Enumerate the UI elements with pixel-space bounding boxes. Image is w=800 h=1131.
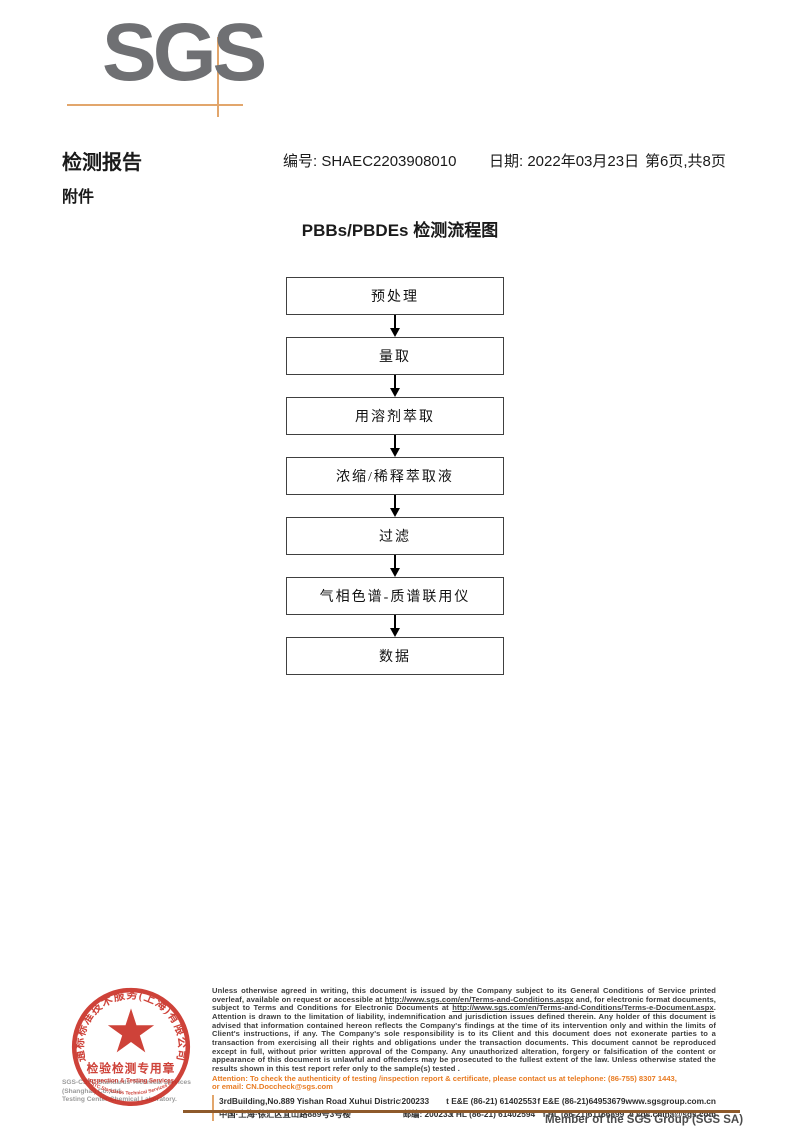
attention-line1: Attention: To check the authenticity of … xyxy=(212,1073,677,1083)
footer-divider xyxy=(183,1110,740,1113)
flow-step-label: 气相色谱-质谱联用仪 xyxy=(319,590,471,605)
fax-hl: f HL (86-21)61156899 xyxy=(542,1108,625,1119)
flow-step-concentrate-dilute: 浓缩/稀释萃取液 xyxy=(286,457,504,495)
page-indicator: 第6页,共8页 xyxy=(645,153,726,170)
address-block: 3rdBuilding,No.889 Yishan Road Xuhui Dis… xyxy=(212,1094,716,1121)
sgs-logo-text: SGS xyxy=(102,7,267,98)
flowchart-title: PBBs/PBDEs 检测流程图 xyxy=(301,221,499,240)
star-icon xyxy=(107,1008,155,1053)
report-date-value: 2022年03月23日 xyxy=(527,153,640,170)
flow-step-label: 数据 xyxy=(379,650,411,665)
arrow-down-icon xyxy=(390,435,400,457)
address-cn: 中国·上海·徐汇区宜山路889号3号楼 xyxy=(219,1108,351,1119)
report-date-label: 日期: xyxy=(489,153,524,170)
flow-step-solvent-extraction: 用溶剂萃取 xyxy=(286,397,504,435)
flow-step-measure: 量取 xyxy=(286,337,504,375)
logo-horizontal-line xyxy=(67,104,243,106)
flow-step-filter: 过滤 xyxy=(286,517,504,555)
website-link[interactable]: www.sgsgroup.com.cn xyxy=(625,1095,716,1106)
report-number-value: SHAEC2203908010 xyxy=(321,153,457,170)
report-date: 日期: 2022年03月23日 xyxy=(489,150,639,171)
arrow-down-icon xyxy=(390,615,400,637)
flow-step-pretreatment: 预处理 xyxy=(286,277,504,315)
flow-step-label: 量取 xyxy=(379,350,411,365)
stamp-inner-en: Inspection & Testing Services xyxy=(88,1077,175,1084)
arrow-down-icon xyxy=(390,555,400,577)
report-number-label: 编号: xyxy=(283,153,318,170)
disclaimer-text: Unless otherwise agreed in writing, this… xyxy=(212,986,716,1004)
inspection-stamp: 通标标准技术服务(上海)有限公司 检验检测专用章 Inspection & Te… xyxy=(60,982,191,1106)
doccheck-email[interactable]: or email: CN.Doccheck@sgs.com xyxy=(212,1082,333,1092)
sgs-logo: SGS xyxy=(62,7,267,140)
disclaimer-text: and, for electronic format documents, su… xyxy=(212,994,716,1013)
phone-hl: t HL (86-21) 61402594 xyxy=(450,1108,536,1119)
footer: Unless otherwise agreed in writing, this… xyxy=(212,986,716,1121)
attention-notice: Attention: To check the authenticity of … xyxy=(212,1073,716,1092)
attachment-label: 附件 xyxy=(62,189,95,206)
address-row-en: 3rdBuilding,No.889 Yishan Road Xuhui Dis… xyxy=(219,1095,716,1108)
flow-step-label: 用溶剂萃取 xyxy=(355,410,435,425)
report-title: 检测报告 xyxy=(62,152,142,174)
flowchart: 预处理 量取 用溶剂萃取 浓缩/稀释萃取液 过滤 气相色谱-质谱联用仪 数据 xyxy=(286,277,504,675)
sgs-group-member-text: Member of the SGS Group (SGS SA) xyxy=(545,1114,744,1126)
fax-ee: f E&E (86-21)64953679 xyxy=(537,1095,626,1106)
stamp-inner-cn: 检验检测专用章 xyxy=(87,1061,176,1075)
address-en: 3rdBuilding,No.889 Yishan Road Xuhui Dis… xyxy=(219,1095,402,1106)
logo-vertical-line xyxy=(217,37,219,117)
flow-step-data: 数据 xyxy=(286,637,504,675)
flow-step-label: 浓缩/稀释萃取液 xyxy=(336,470,454,485)
arrow-down-icon xyxy=(390,315,400,337)
disclaimer-text: . Attention is drawn to the limitation o… xyxy=(212,1003,716,1073)
arrow-down-icon xyxy=(390,495,400,517)
phone-ee: t E&E (86-21) 61402553 xyxy=(446,1095,537,1106)
flow-step-label: 预处理 xyxy=(371,290,419,305)
report-number: 编号: SHAEC2203908010 xyxy=(283,150,456,171)
flow-step-gcms: 气相色谱-质谱联用仪 xyxy=(286,577,504,615)
terms-link[interactable]: http://www.sgs.com/en/Terms-and-Conditio… xyxy=(384,994,574,1004)
terms-e-document-link[interactable]: http://www.sgs.com/en/Terms-and-Conditio… xyxy=(452,1003,714,1013)
flow-step-label: 过滤 xyxy=(379,530,411,545)
postcode-en: 200233 xyxy=(401,1095,430,1106)
address-row-cn: 中国·上海·徐汇区宜山路889号3号楼 邮编: 200233 t HL (86-… xyxy=(219,1108,716,1121)
postcode-cn: 邮编: 200233 xyxy=(402,1108,453,1119)
lab-company-line2: Testing Center-Chemical Laboratory. xyxy=(62,1096,177,1103)
arrow-down-icon xyxy=(390,375,400,397)
email-link[interactable]: e sgs.china@sgs.com xyxy=(629,1108,717,1119)
legal-disclaimer: Unless otherwise agreed in writing, this… xyxy=(212,986,716,1074)
